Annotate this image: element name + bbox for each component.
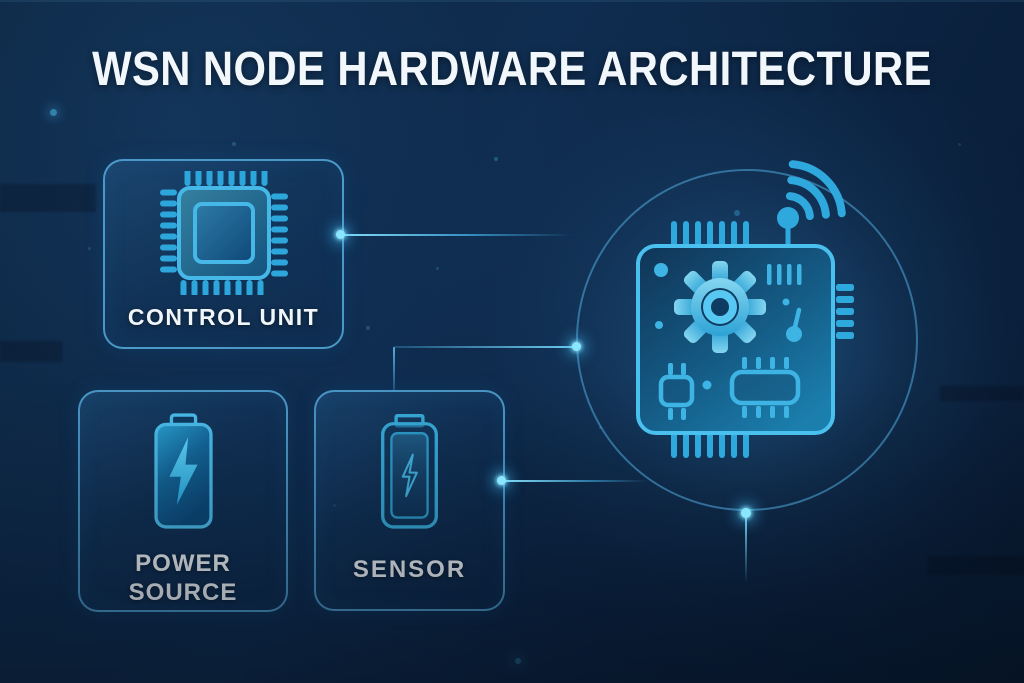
glow-particle (232, 142, 236, 146)
connector-mid-horizontal (394, 346, 578, 348)
lightning-bolt-icon (168, 437, 198, 505)
top-edge-highlight (0, 0, 1024, 2)
circuit-board-wifi-icon (576, 160, 918, 511)
connector-board-down (745, 517, 747, 583)
glow-particle (366, 326, 370, 330)
control-unit-label: CONTROL UNIT (127, 304, 320, 330)
board-dot (734, 210, 740, 216)
connector-node-sensor (497, 476, 506, 485)
lightning-bolt-icon (401, 453, 418, 498)
glow-particle (50, 109, 57, 116)
battery-charging-icon (150, 413, 217, 531)
background-shade (0, 341, 62, 362)
connector-node-circle-left (572, 342, 581, 351)
sensor-label: SENSOR (352, 556, 467, 583)
background-shade (928, 556, 1024, 575)
glow-particle (333, 504, 336, 507)
connector-control-to-board (341, 234, 573, 236)
glow-particle (494, 157, 498, 161)
control-unit-card: CONTROL UNIT (103, 159, 344, 349)
board-dot (654, 263, 668, 277)
probe-component-icon (782, 298, 802, 342)
microchip-icon (158, 171, 290, 295)
central-node (560, 153, 934, 527)
glow-particle (958, 143, 961, 146)
background-shade (940, 386, 1024, 401)
connector-node-circle-bottom (741, 508, 751, 518)
battery-inner (390, 431, 429, 519)
small-chip-icon (658, 363, 695, 420)
connector-node-control (336, 230, 345, 239)
board-pins-top (671, 221, 749, 249)
gear-icon (674, 261, 766, 353)
page-title: WSN NODE HARDWARE ARCHITECTURE (92, 43, 932, 96)
board-pins-right (836, 284, 854, 339)
sensor-card: SENSOR (314, 390, 505, 611)
wifi-signal-icon (785, 160, 846, 221)
board-dot (655, 321, 663, 329)
glow-particle (515, 658, 521, 664)
board-dot (702, 380, 712, 390)
connector-sensor-to-board (505, 480, 648, 482)
background-shade (0, 184, 96, 212)
wide-chip-icon (729, 357, 801, 418)
power-source-card: POWER SOURCE (78, 390, 288, 612)
battery-outline-charging-icon (376, 413, 443, 531)
glow-particle (436, 267, 439, 270)
pin-header-icon (767, 264, 802, 285)
board-pins-bottom (671, 430, 749, 458)
connector-mid-vertical (393, 347, 395, 392)
power-source-label: POWER SOURCE (128, 550, 238, 607)
glow-particle (88, 247, 91, 250)
